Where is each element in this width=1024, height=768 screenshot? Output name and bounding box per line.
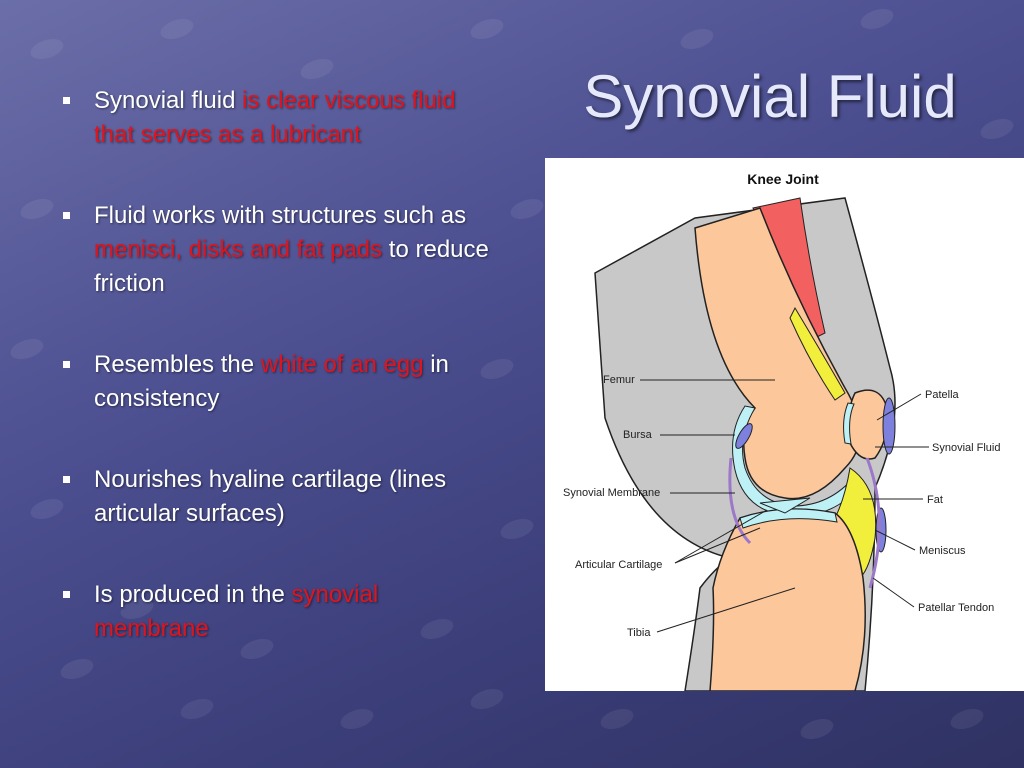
background-dot bbox=[598, 705, 636, 733]
bullet-square-icon bbox=[63, 97, 70, 104]
bullet-list: Synovial fluid is clear viscous fluid th… bbox=[58, 84, 498, 693]
bullet-item: Fluid works with structures such as meni… bbox=[58, 199, 498, 301]
label-patella: Patella bbox=[925, 389, 960, 401]
background-dot bbox=[948, 705, 986, 733]
background-dot bbox=[8, 335, 46, 363]
bullet-text: Fluid works with structures such as bbox=[94, 202, 467, 229]
bullet-item: Synovial fluid is clear viscous fluid th… bbox=[58, 84, 498, 152]
label-patellar-tendon: Patellar Tendon bbox=[918, 602, 994, 614]
background-dot bbox=[798, 715, 836, 743]
bullet-text: Resembles the bbox=[94, 351, 261, 378]
patella-cartilage bbox=[843, 402, 855, 445]
tibia-bone bbox=[709, 508, 866, 691]
bullet-text: Is produced in the bbox=[94, 581, 292, 608]
background-dot bbox=[18, 195, 56, 223]
bullet-square-icon bbox=[63, 591, 70, 598]
leader-line-patella bbox=[876, 393, 922, 421]
leader-line-articular-cartilage bbox=[674, 509, 768, 564]
bullet-item: Is produced in the synovial membrane bbox=[58, 578, 498, 646]
bullet-text: Synovial fluid bbox=[94, 87, 243, 114]
label-synovial-membrane: Synovial Membrane bbox=[563, 487, 660, 499]
background-dot bbox=[178, 695, 216, 723]
bullet-item: Nourishes hyaline cartilage (lines artic… bbox=[58, 463, 498, 531]
bullet-text: in consistency bbox=[94, 351, 449, 412]
label-tibia: Tibia bbox=[627, 627, 651, 639]
background-dot bbox=[858, 5, 896, 33]
prepatellar-bursa bbox=[882, 397, 896, 455]
bullet-highlight: is clear viscous fluid that serves as a … bbox=[94, 87, 456, 148]
bullet-highlight: menisci, disks and fat pads bbox=[94, 236, 383, 263]
bullet-square-icon bbox=[63, 476, 70, 483]
background-dot bbox=[298, 55, 336, 83]
leader-line-patellar-tendon bbox=[872, 577, 915, 608]
background-dot bbox=[158, 15, 196, 43]
background-dot bbox=[508, 195, 546, 223]
meniscus bbox=[759, 497, 811, 514]
background-dot bbox=[468, 15, 506, 43]
bullet-square-icon bbox=[63, 212, 70, 219]
leader-line-articular-cartilage bbox=[674, 527, 761, 564]
background-dot bbox=[678, 25, 716, 53]
label-articular-cartilage: Articular Cartilage bbox=[575, 559, 662, 571]
synovial-membrane bbox=[728, 457, 752, 545]
posterior-bursa bbox=[735, 423, 753, 449]
leader-line-meniscus bbox=[874, 529, 916, 551]
bullet-text: Nourishes hyaline cartilage (lines artic… bbox=[94, 466, 447, 527]
slide-title: Synovial Fluid bbox=[583, 63, 957, 130]
tibial-articular-cartilage bbox=[739, 508, 838, 529]
knee-joint-diagram: Knee Joint Femur Bursa S bbox=[563, 171, 1000, 691]
synovial-membrane bbox=[865, 457, 881, 589]
background-dot bbox=[498, 515, 536, 543]
suprapatellar-fat bbox=[789, 306, 846, 401]
label-fat: Fat bbox=[927, 494, 943, 506]
bullet-square-icon bbox=[63, 361, 70, 368]
label-meniscus: Meniscus bbox=[919, 545, 966, 557]
bullet-item: Resembles the white of an egg in consist… bbox=[58, 348, 498, 416]
bullet-highlight: synovial membrane bbox=[94, 581, 379, 642]
background-dot bbox=[338, 705, 376, 733]
bullet-text: to reduce friction bbox=[94, 236, 489, 297]
background-dot bbox=[28, 35, 66, 63]
background-dot bbox=[978, 115, 1016, 143]
leader-line-tibia bbox=[656, 587, 796, 633]
bullet-highlight: white of an egg bbox=[260, 351, 424, 378]
label-synovial-fluid: Synovial Fluid bbox=[932, 442, 1000, 454]
femur-bone bbox=[694, 207, 861, 500]
knee-joint-figure: Knee Joint Femur Bursa S bbox=[545, 158, 1024, 691]
label-bursa: Bursa bbox=[623, 429, 653, 441]
label-femur: Femur bbox=[603, 374, 635, 386]
figure-title: Knee Joint bbox=[747, 171, 819, 187]
